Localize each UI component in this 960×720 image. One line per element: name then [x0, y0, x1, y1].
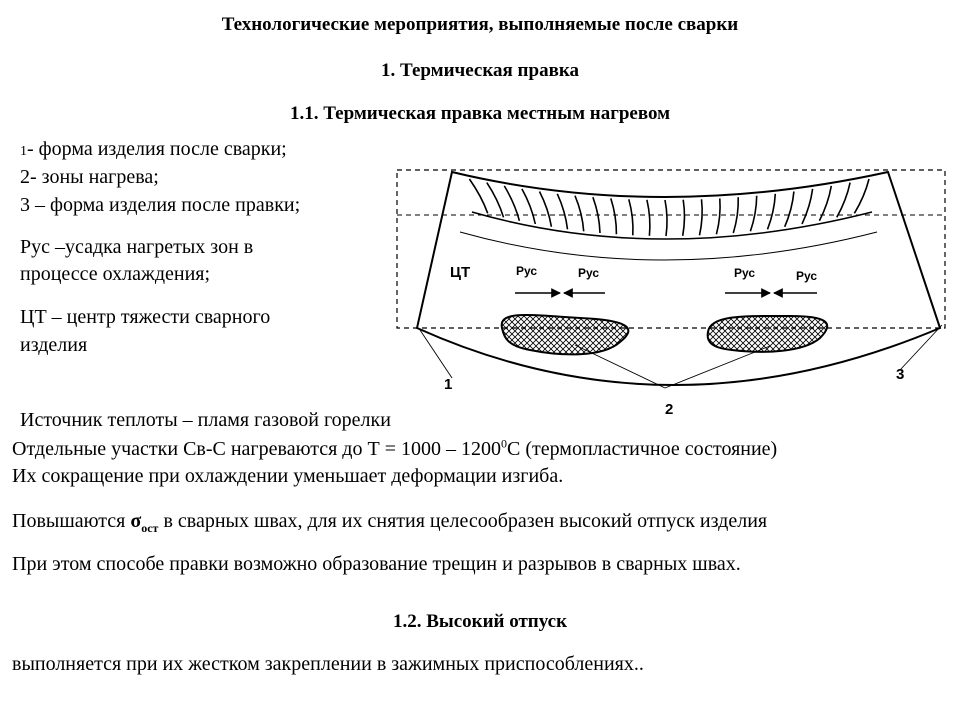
weld-bead [468, 178, 870, 237]
weld-bead-mark [486, 182, 505, 218]
label-pus-4: Рус [796, 269, 817, 283]
weld-bead-mark [664, 199, 668, 237]
residual-stress-text: Повышаются σост в сварных швах, для их с… [12, 510, 768, 535]
weld-bead-mark [783, 191, 795, 228]
shape-after-welding [415, 170, 942, 386]
label-2: 2 [665, 401, 673, 418]
label-pus-3: Рус [734, 266, 755, 280]
high-tempering-text: выполняется при их жестком закреплении в… [12, 653, 644, 675]
weld-bead-mark [574, 195, 585, 232]
leader-2b [664, 345, 771, 389]
legend-pus-line-2: процессе охлаждения; [20, 263, 211, 285]
legend-item-3: 3 – форма изделия после правки; [20, 194, 301, 216]
weld-bead-mark [732, 197, 740, 234]
legend-item-1-number: 1 [20, 144, 27, 159]
heated-prefix: Отдельные участки Св-С нагреваются до Т … [12, 438, 501, 460]
label-ct: ЦТ [450, 264, 470, 281]
weld-bead-mark [592, 196, 601, 234]
weld-bead-mark [468, 178, 489, 214]
legend-ct-line-1: ЦТ – центр тяжести сварного [20, 306, 271, 328]
heating-zone-left [500, 314, 630, 356]
leader-2a [574, 344, 666, 389]
legend-item-1-text: - форма изделия после сварки; [27, 138, 287, 160]
cracks-warning-text: При этом способе правки возможно образов… [12, 553, 741, 575]
weld-bead-mark [766, 193, 777, 230]
page-title: Технологические мероприятия, выполняемые… [221, 14, 739, 35]
legend-pus-line-1: Рус –усадка нагретых зон в [20, 236, 254, 258]
raise-suffix: в сварных швах, для их снятия целесообра… [158, 510, 768, 532]
heat-source-text: Источник теплоты – пламя газовой горелки [20, 409, 391, 431]
weld-bead-mark [503, 185, 521, 222]
legend-item-1: 1- форма изделия после сварки; [20, 138, 287, 161]
leader-1 [419, 329, 453, 379]
inner-arc [459, 231, 878, 261]
contraction-text: Их сокращение при охлаждении уменьшает д… [12, 465, 564, 487]
weld-boundary [471, 211, 873, 240]
heated-zones-text: Отдельные участки Св-С нагреваются до Т … [12, 436, 778, 461]
weld-bead-mark [538, 191, 553, 227]
legend-item-2: 2- зоны нагрева; [20, 166, 159, 188]
weld-bead-mark [556, 193, 569, 230]
weld-bead-mark [715, 198, 721, 235]
weld-bead-mark [521, 188, 537, 225]
heating-zone-right [706, 314, 829, 353]
weld-bead-mark [698, 199, 703, 236]
leader-3 [899, 324, 943, 371]
label-1: 1 [444, 376, 452, 393]
section-1-1-heading: 1.1. Термическая правка местным нагревом [289, 103, 671, 124]
weld-bead-mark [836, 182, 851, 218]
shape-after-straightening [396, 169, 946, 329]
label-pus-2: Рус [578, 266, 599, 280]
straightening-diagram: ЦТ Рус Рус Рус Рус 1 2 3 [396, 169, 946, 418]
sigma-symbol: σ [130, 510, 142, 532]
label-3: 3 [896, 366, 904, 383]
legend-ct-line-2: изделия [20, 334, 88, 356]
raise-prefix: Повышаются [12, 510, 131, 532]
heated-suffix: С (термопластичное состояние) [506, 438, 778, 460]
label-pus-1: Рус [516, 264, 537, 278]
weld-bead-mark [818, 185, 833, 222]
weld-bead-mark [853, 178, 870, 214]
sigma-subscript: ост [141, 521, 159, 535]
section-1-heading: 1. Термическая правка [381, 60, 579, 81]
weld-bead-mark [610, 198, 618, 235]
weld-bead-mark [749, 195, 758, 232]
weld-bead-mark [628, 199, 634, 236]
weld-bead-mark [681, 199, 686, 236]
degree-sup: 0 [500, 436, 507, 451]
weld-bead-mark [801, 188, 814, 225]
section-1-2-heading: 1.2. Высокий отпуск [392, 611, 568, 632]
weld-bead-mark [646, 199, 651, 236]
